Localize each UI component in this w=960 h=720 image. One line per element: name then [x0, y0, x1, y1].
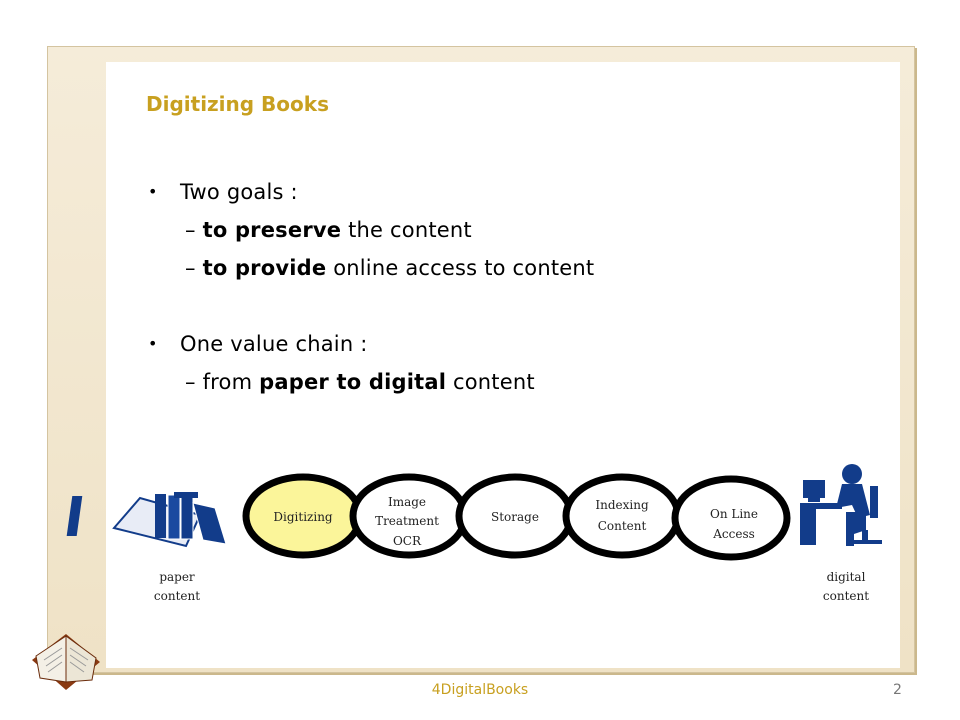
bullet-dot: • — [148, 182, 158, 201]
sub-bullet-text: online access to content — [326, 256, 595, 280]
bullet-text: One value chain : — [180, 332, 368, 356]
sub-bullet-item: – to preserve the content — [185, 218, 785, 242]
step-label: Storage — [491, 510, 539, 524]
sub-bullet-pre: from — [202, 370, 260, 394]
sub-bullet-bold: paper to digital — [259, 370, 447, 394]
step-label: On Line — [710, 507, 758, 521]
dash-marker: – — [185, 218, 203, 242]
start-label-line2: content — [154, 589, 200, 603]
step-label: Image — [388, 495, 426, 509]
open-book-icon — [32, 634, 100, 690]
page-number: 2 — [893, 682, 902, 698]
step-label: Digitizing — [273, 510, 333, 524]
sub-bullet-text: the content — [341, 218, 472, 242]
step-label: Access — [712, 527, 755, 541]
step-label: Content — [598, 519, 647, 533]
step-label: Indexing — [595, 498, 649, 512]
dash-marker: – — [185, 370, 203, 394]
dash-marker: – — [185, 256, 203, 280]
person-at-computer-icon — [800, 464, 882, 546]
step-label: OCR — [393, 534, 422, 548]
chain-step-ring — [671, 475, 791, 561]
step-label: Treatment — [375, 514, 439, 528]
end-label-line1: digital — [827, 570, 866, 584]
start-label-line1: paper — [159, 570, 195, 584]
sub-bullet-item: – to provide online access to content — [185, 256, 785, 280]
sub-bullet-text: content — [446, 370, 535, 394]
bullet-text: Two goals : — [180, 180, 298, 204]
chain-step-ring — [562, 473, 682, 559]
books-stack-icon — [66, 492, 227, 548]
sub-bullet-item: – from paper to digital content — [185, 370, 785, 394]
bullet-dot: • — [148, 334, 158, 353]
footer-link[interactable]: 4DigitalBooks — [431, 682, 529, 698]
slide-content-area — [106, 62, 900, 668]
end-label-line2: content — [823, 589, 869, 603]
slide-title: Digitizing Books — [146, 92, 329, 116]
sub-bullet-bold: to preserve — [202, 218, 342, 242]
sub-bullet-bold: to provide — [202, 256, 327, 280]
